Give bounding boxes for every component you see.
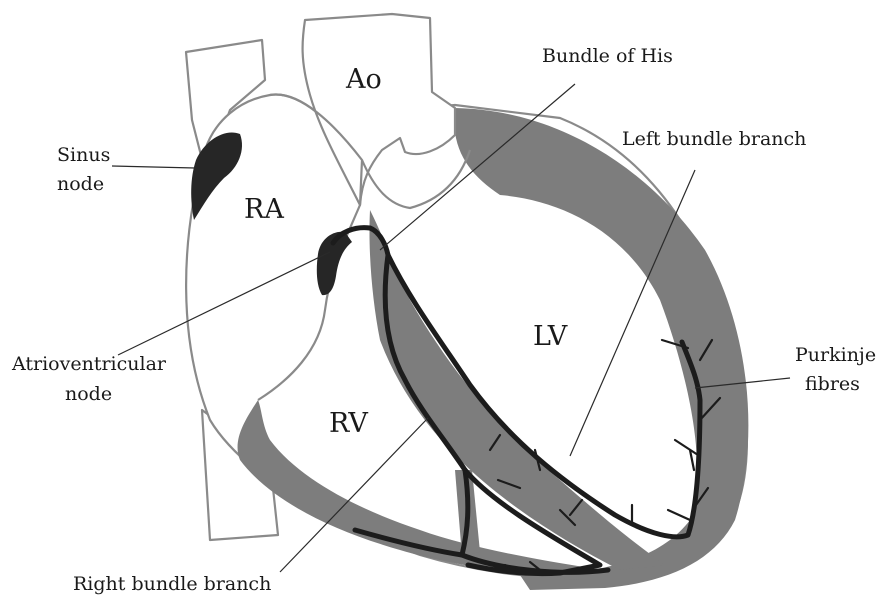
label-atrioventricular-node-line1: Atrioventricular xyxy=(11,353,167,375)
label-bundle-of-his: Bundle of His xyxy=(542,45,673,67)
label-right-bundle-branch: Right bundle branch xyxy=(73,573,271,595)
label-right-ventricle: RV xyxy=(329,408,368,439)
label-atrioventricular-node-line2: node xyxy=(65,383,112,405)
label-purkinje-fibres-line2: fibres xyxy=(805,373,860,395)
label-sinus-node-line2: node xyxy=(57,173,104,195)
label-left-ventricle: LV xyxy=(533,321,568,352)
leader-sinus-node xyxy=(112,166,195,168)
label-right-atrium: RA xyxy=(244,194,284,225)
label-left-bundle-branch: Left bundle branch xyxy=(622,128,806,150)
label-aorta: Ao xyxy=(345,64,382,95)
label-purkinje-fibres-line1: Purkinje xyxy=(795,344,876,366)
label-sinus-node-line1: Sinus xyxy=(57,144,110,166)
